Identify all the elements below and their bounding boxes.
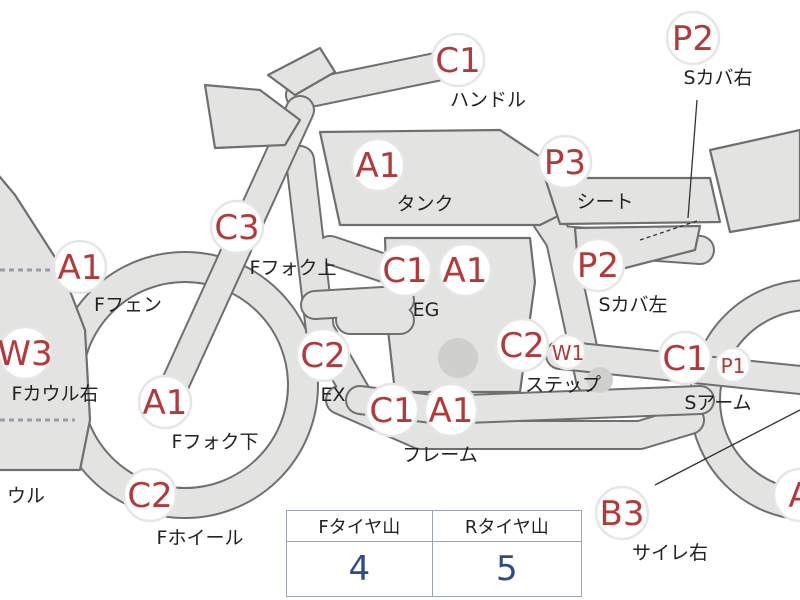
- part-label-front-fork-upper: Fフォク上: [250, 257, 337, 279]
- grade-badge: [209, 199, 265, 255]
- grade-code: P3: [544, 143, 586, 183]
- grade-code: B3: [600, 494, 645, 534]
- grade-badge: [494, 317, 550, 373]
- grade-badge: [657, 330, 713, 386]
- grade-badge: [665, 10, 721, 66]
- part-label-front-fork-lower: Fフォク下: [172, 431, 259, 453]
- part-label-frame: フレーム: [402, 444, 477, 466]
- engine-cover-shape: [438, 338, 478, 378]
- grade-code: C3: [214, 208, 259, 248]
- part-label-silencer-right: サイレ右: [632, 542, 708, 564]
- grade-code: A1: [143, 383, 188, 423]
- front-tire-value: 4: [286, 541, 433, 597]
- grade-code: A1: [443, 251, 488, 291]
- part-label-front-wheel: Fホイール: [157, 527, 244, 549]
- grade-code: A1: [58, 248, 103, 288]
- part-label-side-cover-right: Sカバ右: [683, 67, 752, 89]
- part-label-seat: シート: [576, 191, 633, 213]
- grade-badge: [430, 32, 486, 88]
- rear-tire-value: 5: [431, 541, 583, 597]
- grade-badge: [423, 382, 479, 438]
- grade-code: P1: [721, 354, 746, 378]
- grade-code: C1: [369, 391, 414, 431]
- meter-shape: [203, 83, 302, 150]
- part-label-swing-arm: Sアーム: [684, 392, 751, 414]
- grade-badge: [570, 237, 626, 293]
- grade-code: W3: [0, 334, 53, 374]
- grade-badge: [594, 485, 650, 541]
- grade-badge: [52, 239, 108, 295]
- grade-code: A1: [356, 146, 401, 186]
- front-cowl-shape: [0, 175, 92, 472]
- grade-badge: [122, 467, 178, 523]
- grade-code: P2: [577, 246, 619, 286]
- grade-code: W1: [552, 341, 585, 365]
- front-tire-header: Fタイヤ山: [286, 510, 433, 542]
- grade-badge: [772, 467, 800, 523]
- grade-badge: [377, 242, 433, 298]
- grade-code: C1: [382, 251, 427, 291]
- part-label-tank: タンク: [396, 193, 453, 215]
- part-label-front-cowl-right: Fカウル右: [12, 383, 99, 405]
- grade-badge: [0, 325, 53, 381]
- grade-badge: [549, 333, 587, 371]
- rear-tire-header: Rタイヤ山: [431, 510, 583, 542]
- grade-badge: [295, 327, 351, 383]
- leader-line-side-cover-right: [687, 99, 698, 219]
- part-label-engine: EG: [413, 299, 440, 321]
- grade-code: C2: [127, 476, 172, 516]
- grade-badge: [437, 242, 493, 298]
- seat-shape: [543, 176, 722, 226]
- headlight-shape: [266, 46, 337, 97]
- part-label-front-fender: Fフェン: [94, 294, 162, 316]
- grade-code: P2: [672, 19, 714, 59]
- part-label-step: ステップ: [525, 374, 601, 396]
- grade-code: A: [788, 476, 800, 516]
- tire-tread-table: Fタイヤ山 Rタイヤ山 4 5: [286, 510, 583, 597]
- part-label-side-cover-left: Sカバ左: [598, 294, 667, 316]
- grade-badge: [537, 134, 593, 190]
- grade-code: C2: [499, 326, 544, 366]
- part-label-exhaust: EX: [320, 384, 345, 406]
- grade-code: C2: [300, 336, 345, 376]
- grade-badge: [137, 374, 193, 430]
- grade-badge: [714, 346, 752, 384]
- grade-code: C1: [662, 339, 707, 379]
- tail-cowl-shape: [708, 128, 800, 234]
- part-label-cowl: ウル: [7, 485, 45, 507]
- leader-line-silencer: [654, 409, 800, 486]
- grade-badge: [364, 382, 420, 438]
- part-label-handle: ハンドル: [450, 89, 526, 111]
- grade-code: A1: [429, 391, 474, 431]
- footpeg-shape: [587, 367, 613, 393]
- grade-code: C1: [435, 41, 480, 81]
- frame-shape: [285, 145, 715, 450]
- grade-badge: [350, 137, 406, 193]
